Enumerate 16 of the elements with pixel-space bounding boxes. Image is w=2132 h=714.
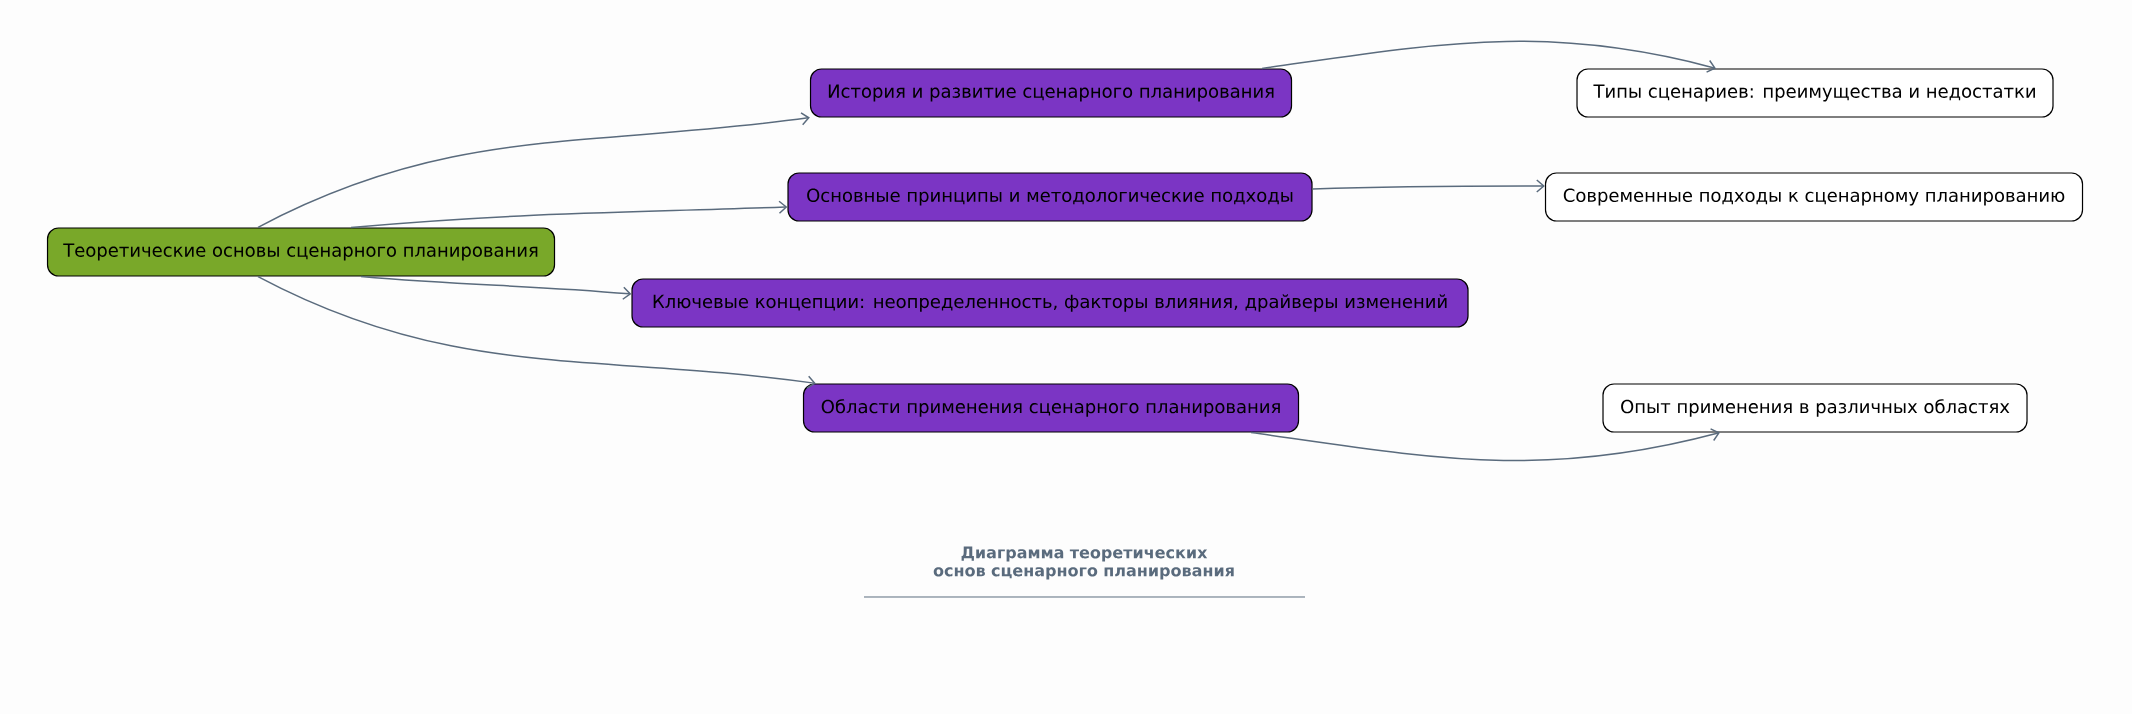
root-topic-box: Теоретические основы сценарного планирования <box>46 227 556 277</box>
arrow <box>257 112 810 229</box>
topic-box: История и развитие сценарного планирования <box>809 68 1293 118</box>
topic-box: Области применения сценарного планирования <box>802 383 1300 433</box>
subtopic-box: Опыт применения в различных областях <box>1602 383 2028 433</box>
topic-box: Основные принципы и методологические подходы <box>787 172 1313 222</box>
arrow <box>1311 179 1545 193</box>
arrow <box>360 275 632 300</box>
arrow <box>350 200 788 229</box>
topic-box: Ключевые концепции: неопределенность, факторы влияния, драйверы изменений <box>631 278 1469 328</box>
arrow <box>1261 40 1716 73</box>
arrow <box>1250 428 1720 462</box>
arrow <box>257 275 816 389</box>
subtopic-box: Типы сценариев: преимущества и недостатки <box>1576 68 2054 118</box>
caption: Диаграмма теоретических основ сценарного планирования <box>933 546 1234 580</box>
subtopic-box: Современные подходы к сценарному планированию <box>1544 172 2084 222</box>
